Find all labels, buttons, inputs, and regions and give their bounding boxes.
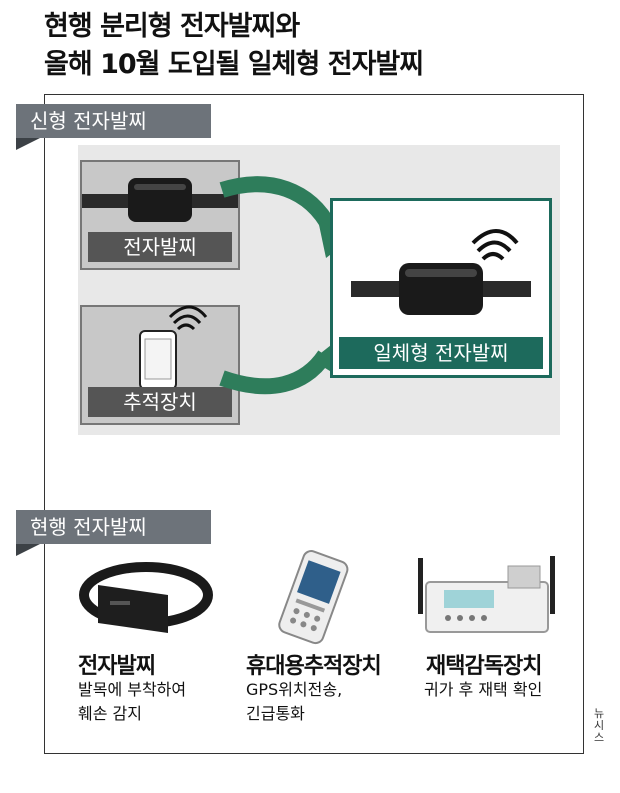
device-desc-line-1: 발목에 부착하여 (78, 680, 187, 699)
current-section-label: 현행 전자발찌 (16, 510, 211, 556)
ankle-bracelet-icon (82, 178, 238, 222)
device-desc-line-1: GPS위치전송, (246, 680, 343, 699)
integrated-bracelet-caption: 일체형 전자발찌 (339, 337, 543, 369)
device-desc-ankle-bracelet: 발목에 부착하여 훼손 감지 (78, 678, 186, 726)
device-name-portable-tracker: 휴대용추적장치 (246, 654, 382, 679)
tracker-caption: 추적장치 (88, 387, 232, 417)
title-line-1: 현행 분리형 전자발찌와 (44, 11, 300, 42)
integrated-bracelet-icon (351, 229, 531, 315)
upper-arrow (219, 176, 338, 233)
portable-tracker-icon (278, 550, 349, 645)
lower-arrow (219, 350, 332, 395)
phone-icon (139, 305, 208, 390)
page-title: 현행 분리형 전자발찌와 올해 10월 도입될 일체형 전자발찌 (44, 8, 424, 84)
tracker-box: 추적장치 (80, 305, 240, 425)
ankle-bracelet-box: 전자발찌 (80, 160, 240, 270)
device-name-home-monitor: 재택감독장치 (426, 654, 542, 679)
new-section-label: 신형 전자발찌 (16, 104, 211, 150)
device-desc-line-2: 긴급통화 (246, 704, 305, 723)
integrated-bracelet-box: 일체형 전자발찌 (330, 198, 552, 378)
device-desc-line-1: 귀가 후 재택 확인 (424, 680, 543, 699)
news-credit: 뉴시스 (593, 707, 605, 744)
device-desc-home-monitor: 귀가 후 재택 확인 (424, 678, 542, 702)
device-desc-portable-tracker: GPS위치전송, 긴급통화 (246, 678, 342, 726)
device-name-ankle-bracelet: 전자발찌 (78, 654, 156, 679)
content-frame (44, 94, 584, 754)
device-desc-line-2: 훼손 감지 (78, 704, 142, 723)
home-monitor-icon (418, 556, 555, 633)
title-line-2: 올해 10월 도입될 일체형 전자발찌 (44, 49, 424, 80)
current-ankle-bracelet-icon (79, 562, 213, 633)
ankle-bracelet-caption: 전자발찌 (88, 232, 232, 262)
